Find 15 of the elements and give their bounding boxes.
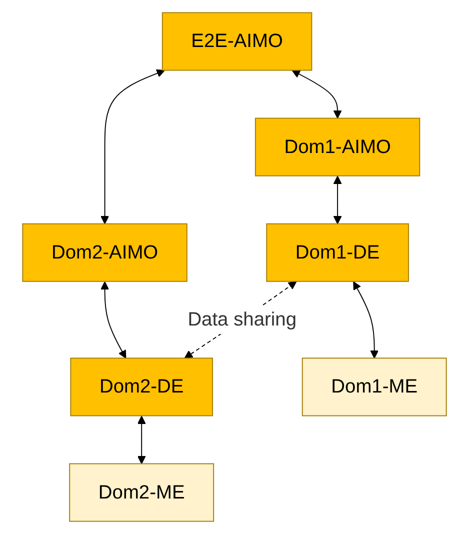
- node-box: Dom1-DE: [266, 223, 410, 282]
- node-box: Dom2-AIMO: [22, 223, 188, 282]
- edge-label: Data sharing: [188, 309, 298, 330]
- arrow: [101, 69, 166, 224]
- arrow: [292, 70, 342, 119]
- arrow: [138, 416, 146, 464]
- arrow: [334, 176, 342, 224]
- node-box: Dom1-AIMO: [255, 118, 421, 176]
- arrow: [354, 281, 380, 359]
- node-box: Dom1-ME: [302, 358, 448, 416]
- node-box: Dom2-DE: [70, 358, 214, 416]
- node-box: E2E-AIMO: [162, 12, 313, 71]
- node-box: Dom2-ME: [70, 463, 215, 522]
- arrow: [184, 281, 298, 359]
- arrow: [101, 281, 127, 359]
